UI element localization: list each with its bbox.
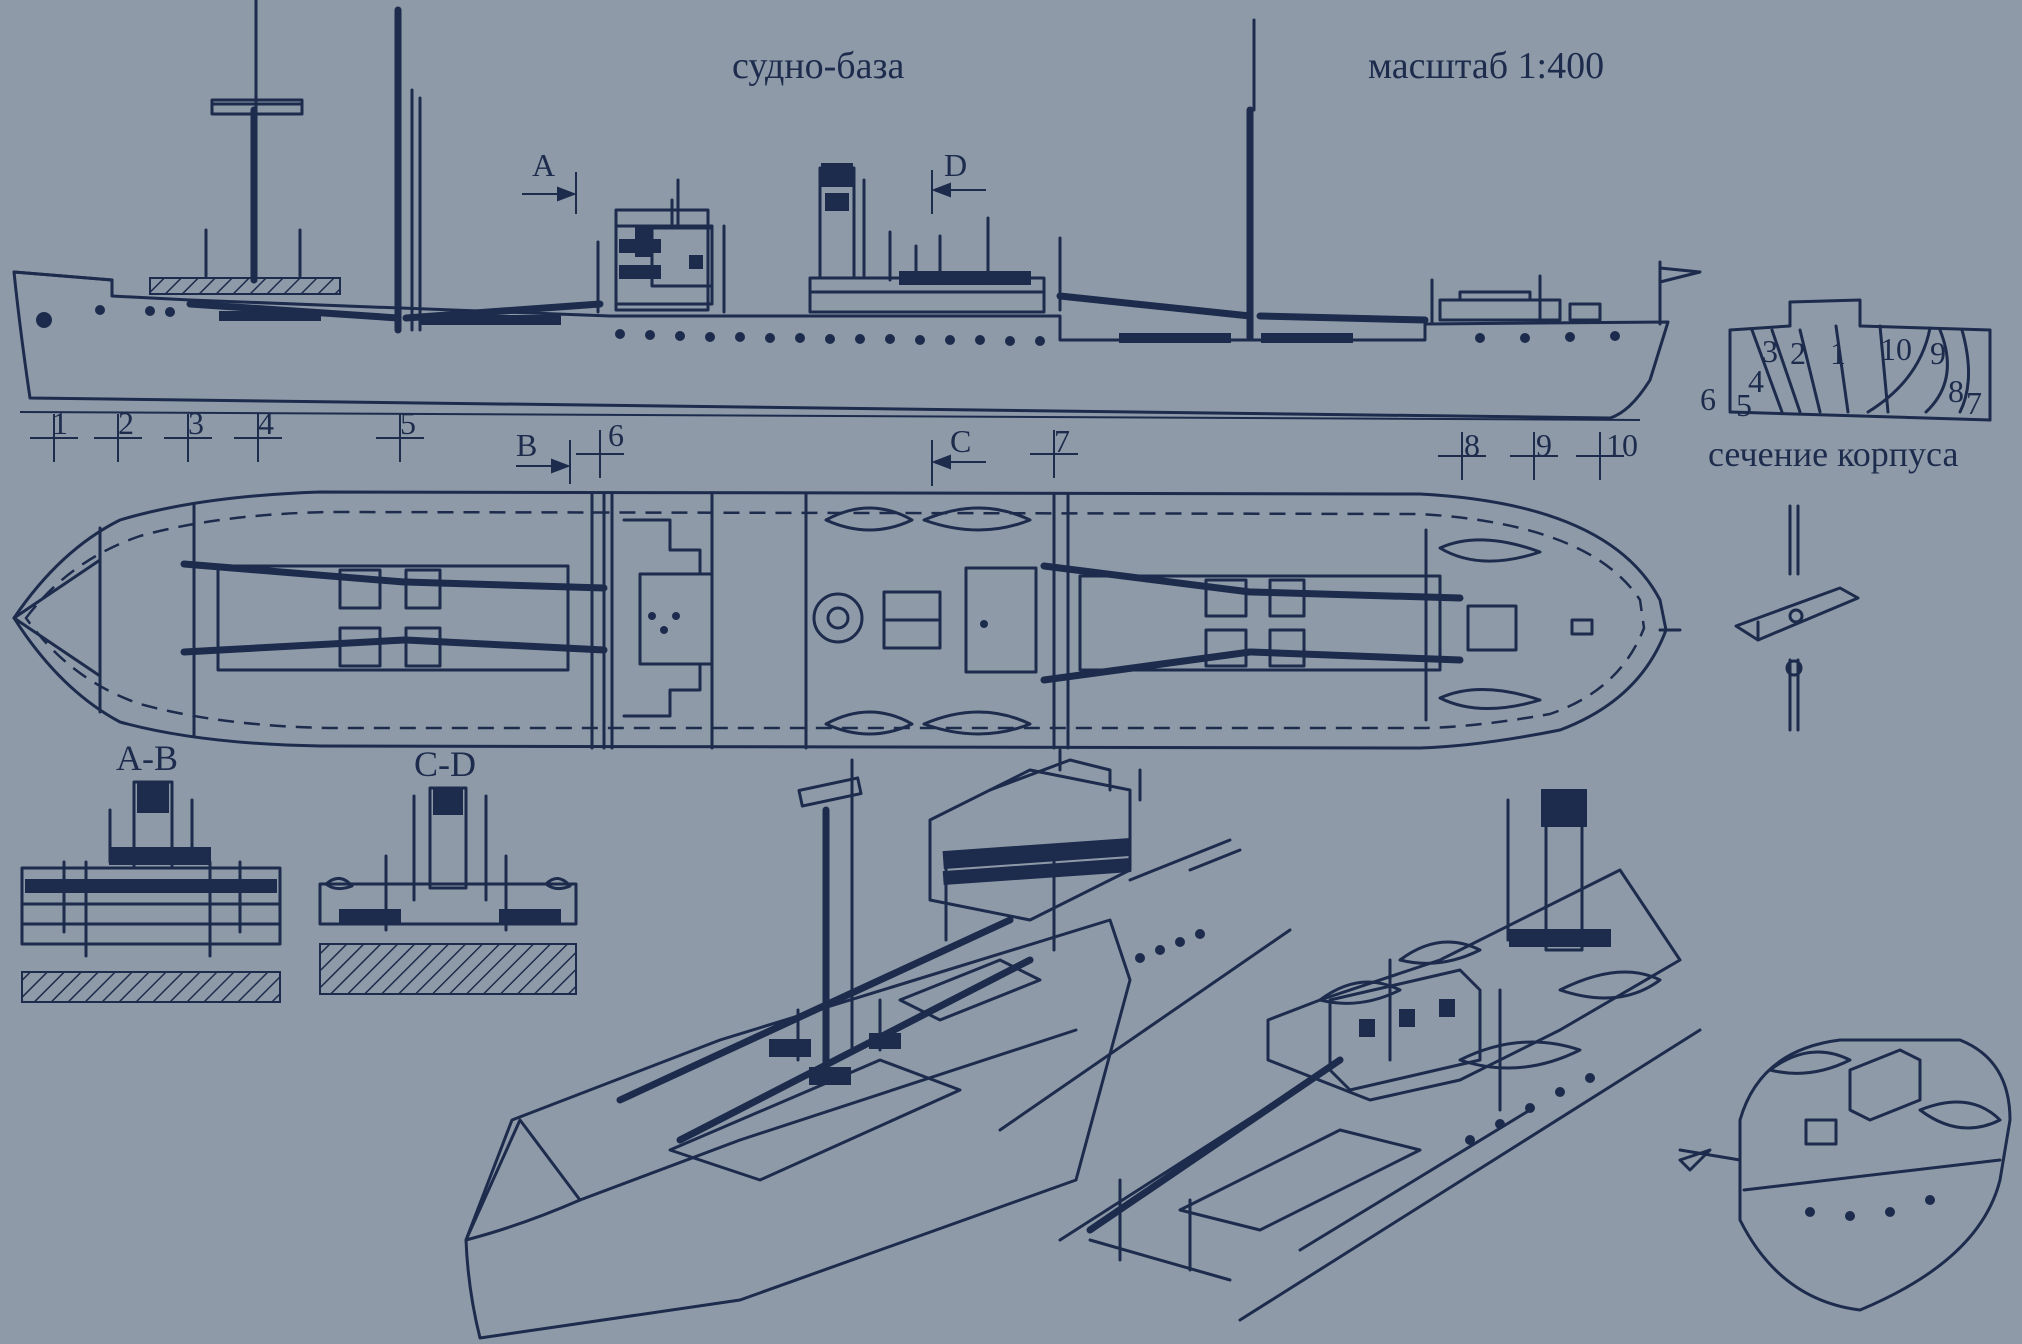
perspective-fore	[464, 748, 1292, 1340]
station-1: 1	[52, 405, 68, 441]
cut-marker-c: C	[931, 423, 986, 486]
section-num-7: 7	[1966, 385, 1982, 421]
station-markers: 1 2 3 4 5 6 7 8 9 10	[30, 405, 1638, 480]
cut-marker-d: D	[931, 147, 986, 214]
station-5: 5	[400, 405, 416, 441]
section-num-6: 6	[1700, 381, 1716, 417]
station-2: 2	[118, 405, 134, 441]
station-8: 8	[1464, 427, 1480, 463]
mast-fitting-detail	[1734, 504, 1860, 732]
cut-marker-a: A	[522, 147, 577, 214]
station-4: 4	[258, 405, 274, 441]
cut-marker-b: B	[516, 427, 571, 484]
cut-label-d: D	[944, 147, 967, 183]
deck-plan-view	[12, 490, 1682, 750]
view-ab: A-B	[20, 738, 282, 1003]
section-num-10: 10	[1880, 331, 1912, 367]
station-7: 7	[1054, 423, 1070, 459]
perspective-stern	[1678, 1038, 2012, 1312]
station-3: 3	[188, 405, 204, 441]
cut-label-c: C	[950, 423, 971, 459]
section-num-1: 1	[1830, 335, 1846, 371]
station-6: 6	[608, 417, 624, 453]
section-num-5: 5	[1736, 387, 1752, 423]
section-num-8: 8	[1948, 373, 1964, 409]
view-cd-label: C-D	[414, 744, 476, 784]
perspective-midship	[1058, 789, 1702, 1322]
portholes-row	[95, 305, 1620, 346]
scale-label: масштаб 1:400	[1368, 45, 1604, 87]
section-num-4: 4	[1748, 363, 1764, 399]
view-ab-label: A-B	[116, 738, 178, 778]
cut-label-b: B	[516, 427, 537, 463]
side-elevation-view	[12, 0, 1702, 421]
section-title: сечение корпуса	[1708, 434, 1958, 474]
section-num-2: 2	[1790, 335, 1806, 371]
view-cd: C-D	[318, 744, 578, 995]
cut-label-a: A	[532, 147, 555, 183]
station-9: 9	[1536, 427, 1552, 463]
station-10: 10	[1606, 427, 1638, 463]
hull-section-view: 6 5 4 3 2 1 10 9 8 7 сечение корпуса	[1700, 298, 1992, 474]
section-num-3: 3	[1762, 333, 1778, 369]
drawing-title: судно-база	[732, 45, 905, 87]
section-num-9: 9	[1930, 335, 1946, 371]
